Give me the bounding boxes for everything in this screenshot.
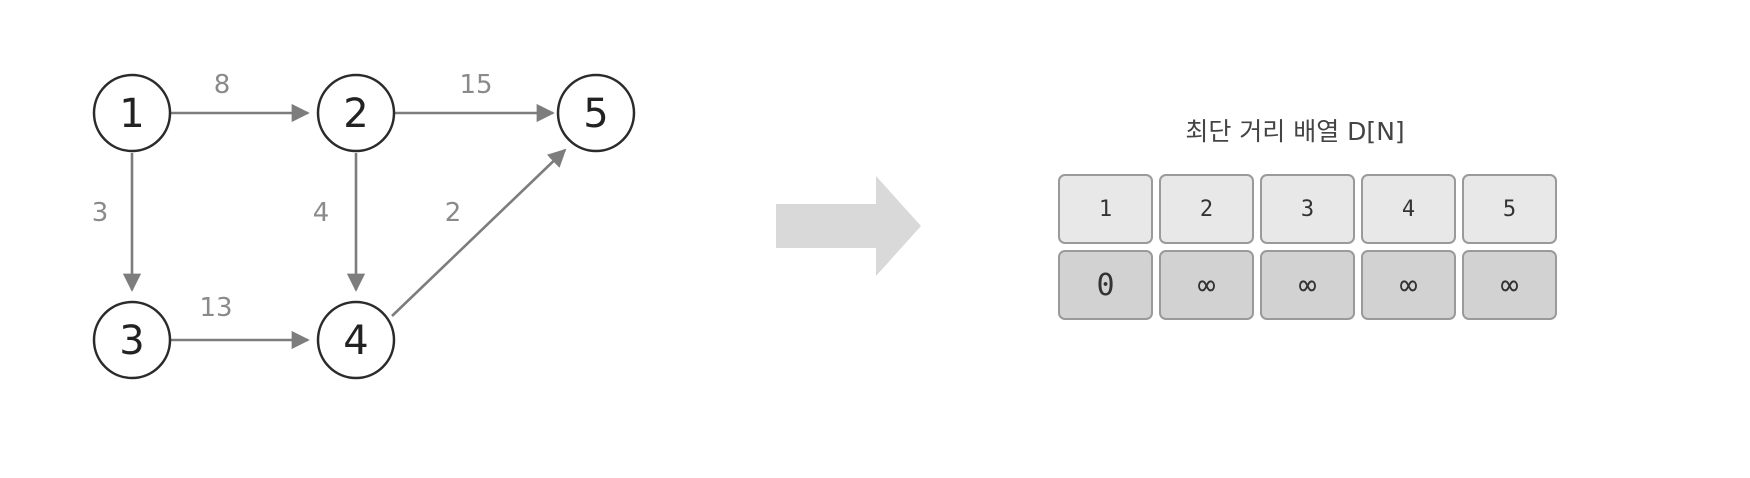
edge-weight-4-5: 2: [445, 198, 462, 228]
distance-row: 0 ∞ ∞ ∞ ∞: [1058, 250, 1564, 320]
edge-weight-2-4: 4: [313, 198, 330, 228]
distance-cell: ∞: [1260, 250, 1355, 320]
edge-weight-3-4: 13: [199, 293, 232, 323]
index-cell: 2: [1159, 174, 1254, 244]
node-5-label: 5: [583, 91, 608, 137]
node-1-label: 1: [119, 91, 144, 137]
node-2-label: 2: [343, 91, 368, 137]
index-cell: 3: [1260, 174, 1355, 244]
distance-cell: ∞: [1462, 250, 1557, 320]
node-5: 5: [556, 73, 636, 153]
index-cell: 5: [1462, 174, 1557, 244]
node-4-label: 4: [343, 318, 368, 364]
right-arrow-icon: [776, 176, 921, 276]
distance-cell: ∞: [1159, 250, 1254, 320]
distance-array-table: 1 2 3 4 5 0 ∞ ∞ ∞ ∞: [1058, 174, 1564, 326]
distance-cell: 0: [1058, 250, 1153, 320]
index-row: 1 2 3 4 5: [1058, 174, 1564, 244]
index-cell: 1: [1058, 174, 1153, 244]
table-title: 최단 거리 배열 D[N]: [1185, 117, 1405, 146]
node-1: 1: [92, 73, 172, 153]
node-3-label: 3: [119, 318, 144, 364]
edge-weight-1-3: 3: [92, 198, 109, 228]
distance-cell: ∞: [1361, 250, 1456, 320]
edge-weight-2-5: 15: [459, 70, 492, 100]
node-4: 4: [316, 300, 396, 380]
edge-weight-1-2: 8: [214, 70, 231, 100]
index-cell: 4: [1361, 174, 1456, 244]
node-3: 3: [92, 300, 172, 380]
edge-4-5: [391, 148, 567, 317]
node-2: 2: [316, 73, 396, 153]
graph-diagram: 8 15 3 4 2 13 1 2 3 4 5: [92, 70, 636, 380]
